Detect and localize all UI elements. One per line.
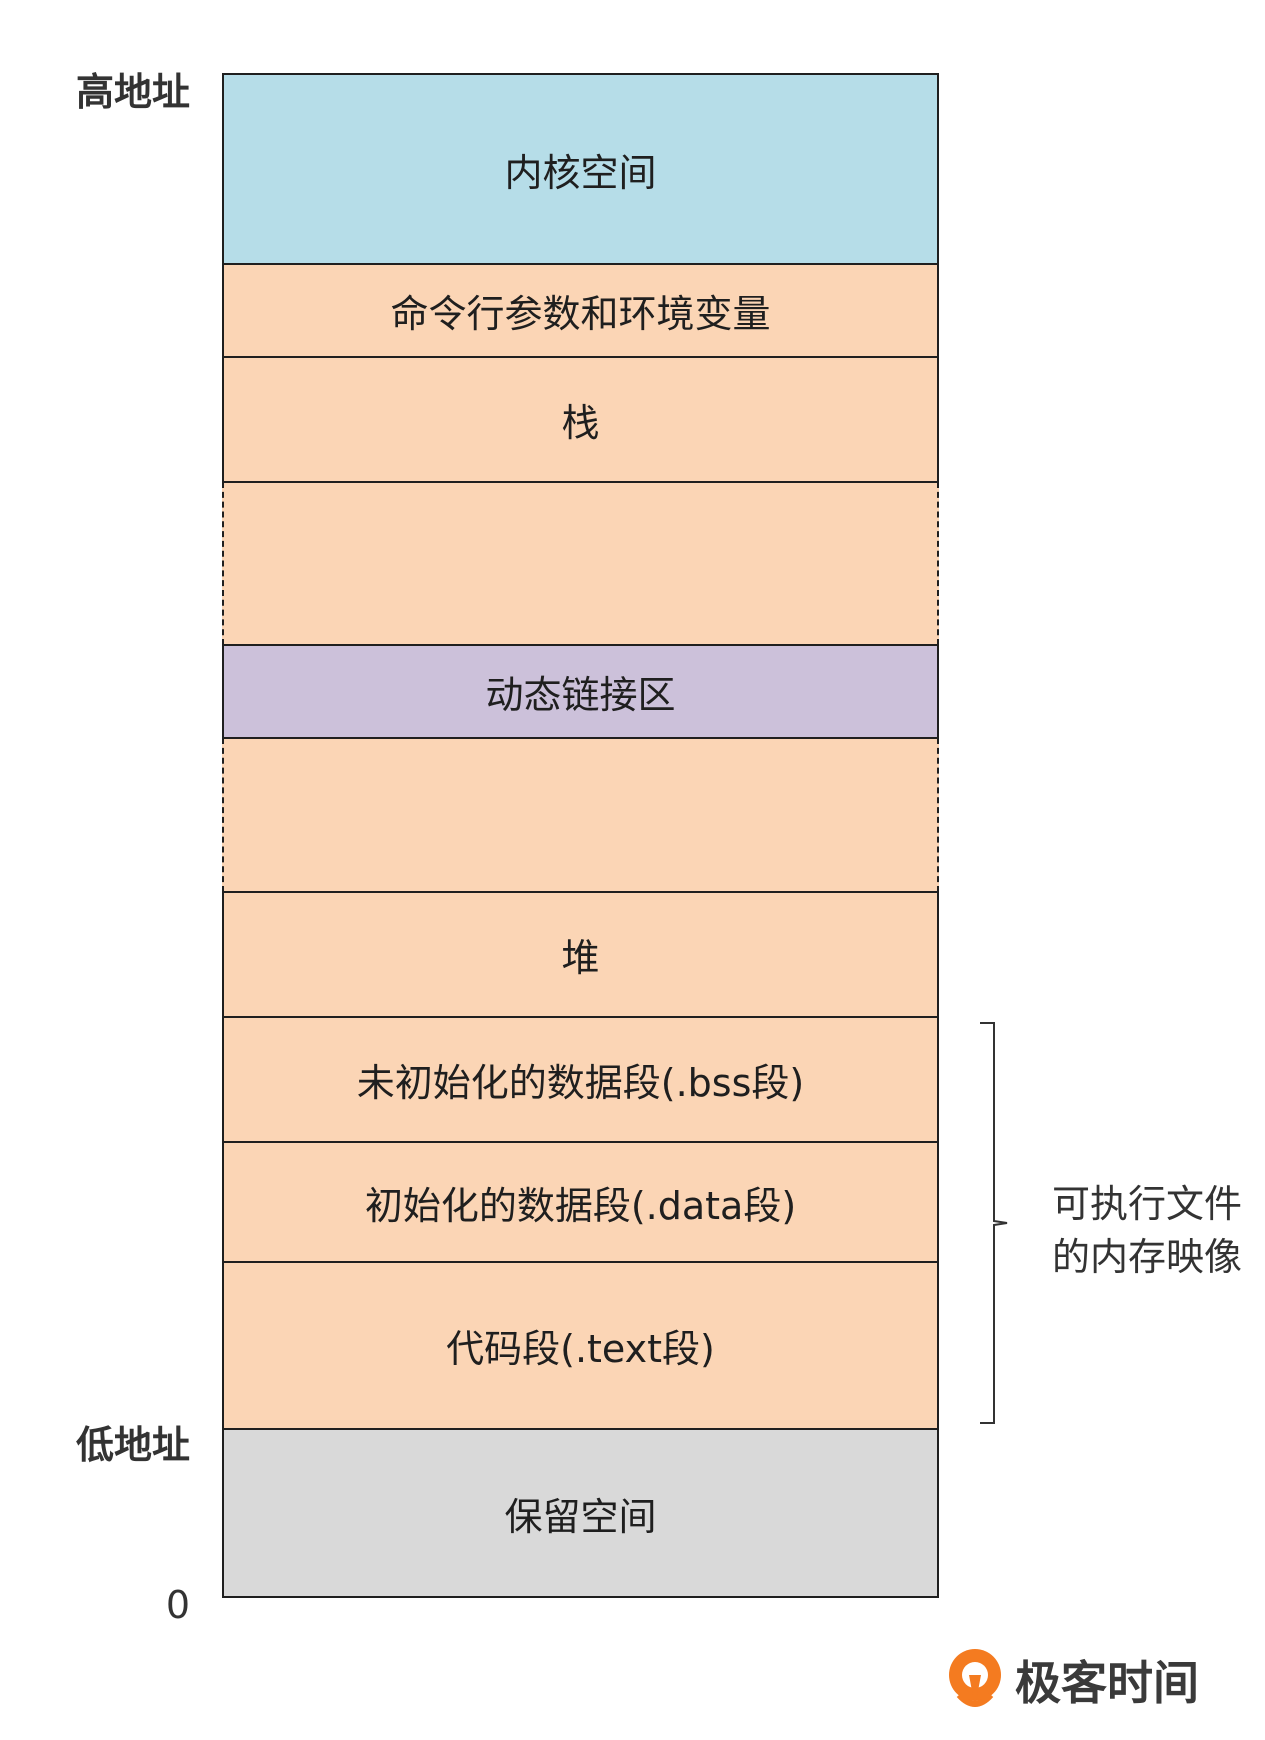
executable-image-note: 可执行文件 的内存映像 <box>1052 1178 1242 1284</box>
segment-heap: 堆 <box>222 892 939 1017</box>
segment-kernel-space: 内核空间 <box>222 74 939 264</box>
boundary-line <box>222 73 939 75</box>
segment-text: 代码段(.text段) <box>222 1262 939 1429</box>
boundary-line <box>222 644 939 646</box>
geektime-logo: 极客时间 <box>945 1645 1199 1715</box>
boundary-line <box>222 1261 939 1263</box>
boundary-line <box>222 356 939 358</box>
zero-address-label: 0 <box>165 1583 190 1627</box>
segment-bss: 未初始化的数据段(.bss段) <box>222 1017 939 1142</box>
segment-reserved: 保留空间 <box>222 1429 939 1597</box>
logo-text: 极客时间 <box>1015 1656 1199 1710</box>
boundary-line <box>222 891 939 893</box>
note-line-1: 可执行文件 <box>1052 1182 1243 1226</box>
boundary-line <box>222 1428 939 1430</box>
boundary-line <box>222 737 939 739</box>
segment-stack: 栈 <box>222 357 939 482</box>
boundary-line <box>222 1016 939 1018</box>
boundary-line <box>222 1141 939 1143</box>
geektime-logo-icon <box>949 1649 1001 1707</box>
low-address-label: 低地址 <box>75 1423 190 1467</box>
boundary-line <box>222 263 939 265</box>
boundary-line <box>222 1596 939 1598</box>
boundary-line <box>222 481 939 483</box>
segment-data: 初始化的数据段(.data段) <box>222 1142 939 1262</box>
note-line-2: 的内存映像 <box>1052 1235 1243 1279</box>
executable-image-bracket <box>980 1022 1008 1424</box>
high-address-label: 高地址 <box>75 70 190 114</box>
segment-free-upper <box>222 482 939 645</box>
segment-dynamic-link: 动态链接区 <box>222 645 939 738</box>
segment-free-lower <box>222 738 939 892</box>
segment-args-env: 命令行参数和环境变量 <box>222 264 939 357</box>
